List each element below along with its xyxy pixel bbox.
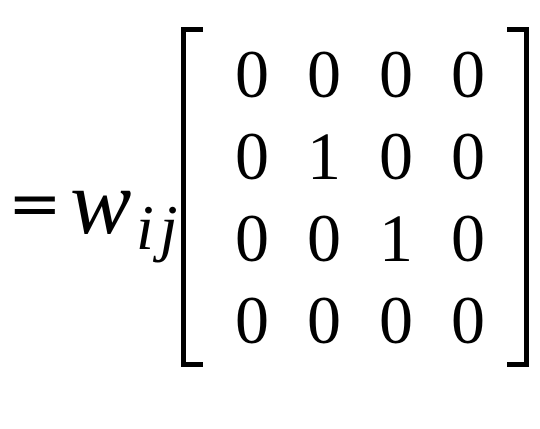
matrix-cell-r1c4: 0 [451, 36, 485, 112]
matrix-cell-r1c3: 0 [379, 36, 413, 112]
equals-sign: = [8, 167, 62, 241]
matrix-cell-r4c4: 0 [451, 282, 485, 358]
coefficient-w-ij: w ij [70, 156, 178, 260]
matrix-cell-r2c2: 1 [307, 118, 341, 194]
matrix-cell-r1c1: 0 [235, 36, 269, 112]
matrix-cell-r3c1: 0 [235, 200, 269, 276]
matrix-cell-r2c3: 0 [379, 118, 413, 194]
matrix-cell-r4c1: 0 [235, 282, 269, 358]
matrix-cell-r4c3: 0 [379, 282, 413, 358]
matrix-cell-r2c4: 0 [451, 118, 485, 194]
matrix-cell-r3c2: 0 [307, 200, 341, 276]
coefficient-base: w [70, 151, 131, 253]
matrix-cell-r4c2: 0 [307, 282, 341, 358]
matrix: 0 0 0 0 0 1 0 0 0 0 1 0 0 0 0 0 [215, 27, 505, 367]
matrix-cell-r3c3: 1 [379, 200, 413, 276]
matrix-cell-r1c2: 0 [307, 36, 341, 112]
left-bracket [181, 27, 203, 367]
right-bracket [507, 27, 529, 367]
matrix-cell-r3c4: 0 [451, 200, 485, 276]
matrix-cell-r2c1: 0 [235, 118, 269, 194]
coefficient-subscript: ij [136, 192, 184, 263]
